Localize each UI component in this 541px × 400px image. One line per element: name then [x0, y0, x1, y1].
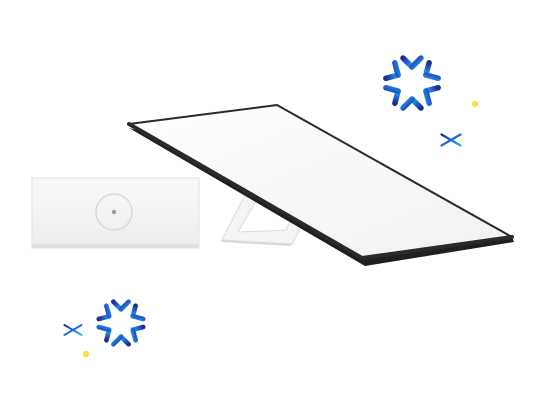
sparkle-icon — [63, 319, 83, 341]
sparkle-dot — [82, 350, 90, 358]
satellite-dish — [127, 104, 514, 266]
router-device — [31, 177, 200, 249]
sparkle-dot — [471, 100, 479, 108]
snowflake-icon — [95, 298, 147, 349]
router-status-light — [111, 209, 117, 215]
snowflake-icon — [382, 53, 443, 113]
sparkle-icon — [440, 127, 462, 153]
router-indicator-ring — [95, 193, 133, 231]
